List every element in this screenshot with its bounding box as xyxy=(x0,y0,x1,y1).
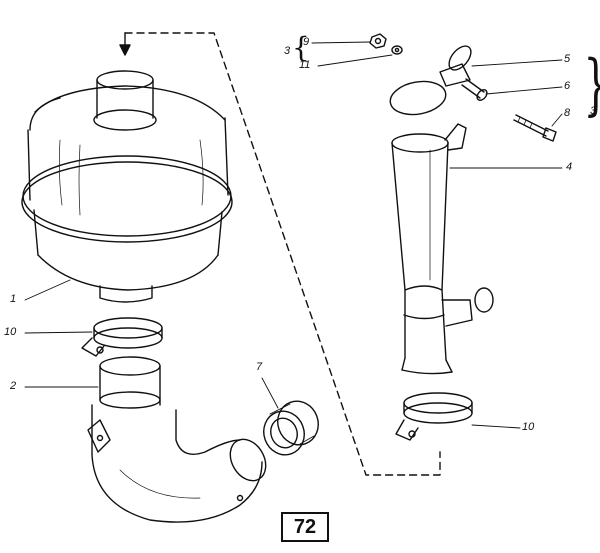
nut xyxy=(369,33,387,49)
hose-clamp-right xyxy=(395,392,473,441)
brace-right: } xyxy=(583,52,600,118)
bolt xyxy=(513,114,557,142)
page-number: 72 xyxy=(281,512,329,542)
intake-pipe xyxy=(391,123,494,375)
washer xyxy=(391,45,403,55)
callout-5: 5 xyxy=(564,53,571,65)
callout-9: 9 xyxy=(303,36,310,48)
elbow-hose xyxy=(87,356,267,523)
callout-4: 4 xyxy=(566,161,573,173)
callout-1: 1 xyxy=(10,293,17,305)
callout-3-left: 3 xyxy=(284,45,291,57)
callout-10-right: 10 xyxy=(522,421,535,433)
callout-6: 6 xyxy=(564,80,571,92)
callout-2: 2 xyxy=(10,380,17,392)
pipe-cap xyxy=(389,45,472,116)
callout-7: 7 xyxy=(256,361,263,373)
hinge-pin xyxy=(461,78,488,101)
callout-8: 8 xyxy=(564,107,571,119)
callout-11: 11 xyxy=(299,59,311,71)
hose-clamp-left xyxy=(81,317,163,357)
assembly-path-line xyxy=(119,32,441,476)
coupling-sleeve xyxy=(263,400,319,456)
callout-10-left: 10 xyxy=(4,326,17,338)
leader-lines xyxy=(24,41,563,429)
brace-left: { xyxy=(292,31,310,64)
callout-3-right: 3 xyxy=(590,105,597,117)
air-cleaner-housing xyxy=(21,70,233,303)
